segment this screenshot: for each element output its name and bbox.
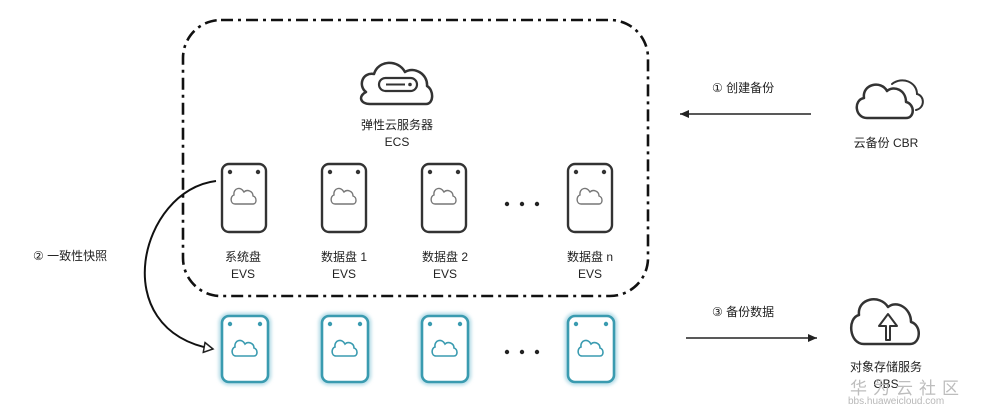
disk-name-label: 数据盘 2: [421, 250, 468, 264]
disk-icon: [566, 162, 614, 234]
disk-type-label: EVS: [432, 267, 457, 281]
snapshot-disk-icon: [564, 312, 618, 386]
disk-icon: [220, 162, 268, 234]
disk-type-label: EVS: [230, 267, 255, 281]
obs-upload-icon: [850, 298, 920, 346]
watermark-title: 华为云社区: [850, 379, 965, 398]
ecs-name-label: 弹性云服务器: [360, 118, 433, 132]
ecs-boundary: [181, 18, 650, 298]
disk-icon: [320, 162, 368, 234]
step-consistent-snapshot-label: ② 一致性快照: [33, 249, 108, 263]
disk-type-label: EVS: [577, 267, 602, 281]
step-backup-data-label: ③ 备份数据: [712, 305, 775, 319]
snapshot-arrow: [143, 180, 217, 349]
snapshot-disk-icon: [318, 312, 372, 386]
step-create-backup-label: ① 创建备份: [712, 81, 775, 95]
disk-icon: [420, 162, 468, 234]
disk-name-label: 系统盘: [224, 250, 261, 264]
obs-name-label: 对象存储服务: [849, 360, 922, 374]
cbr-label: 云备份 CBR: [853, 136, 919, 150]
snapshot-disk-icon: [418, 312, 472, 386]
obs-abbr-label: OBS: [873, 377, 899, 391]
disk-name-label: 数据盘 1: [320, 250, 367, 264]
watermark-url: bbs.huaweicloud.com: [848, 396, 945, 407]
cbr-cloud-icon: [855, 79, 924, 120]
ecs-server-icon: [359, 61, 434, 106]
ellipsis-dots: [504, 201, 540, 355]
snapshot-disk-icon: [218, 312, 272, 386]
ecs-abbr-label: ECS: [384, 135, 410, 149]
disk-type-label: EVS: [331, 267, 356, 281]
disk-name-label: 数据盘 n: [566, 250, 613, 264]
